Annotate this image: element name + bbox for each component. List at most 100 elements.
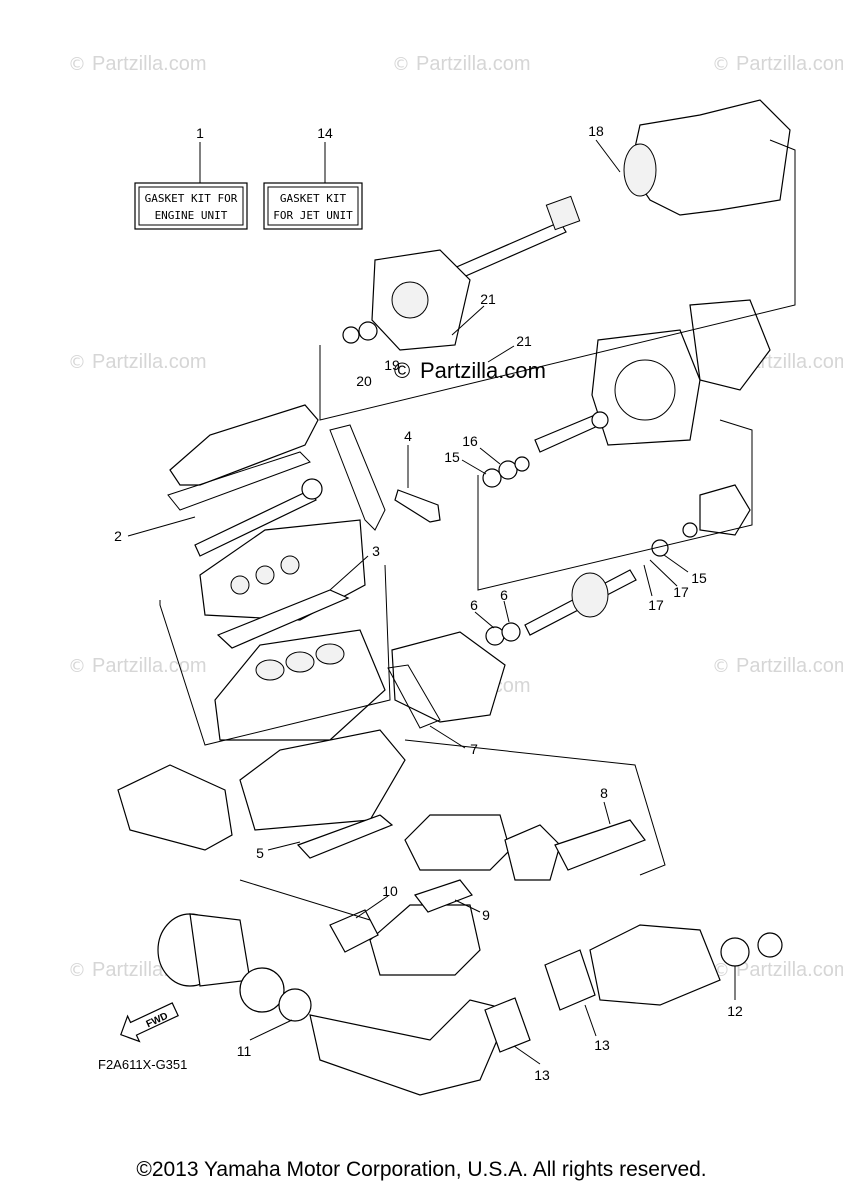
- callout-6: 6: [500, 587, 508, 603]
- callout-3: 3: [372, 543, 380, 559]
- group-lines: [159, 139, 796, 921]
- exhaust-gasket: [554, 819, 646, 871]
- crankcase: [239, 729, 406, 831]
- callout-11: 11: [237, 1043, 252, 1059]
- hose-clamp: [239, 967, 285, 1013]
- callout-15: 15: [691, 570, 707, 586]
- leader-line: [503, 600, 510, 623]
- watermark-symbol: ©: [712, 656, 730, 677]
- leader-line: [487, 345, 515, 363]
- pump-gasket-plate: [591, 329, 701, 446]
- valve-cover-gasket: [167, 451, 311, 511]
- group-line: [159, 564, 391, 746]
- leader-line: [584, 1004, 597, 1037]
- gasket-ring: [278, 988, 312, 1022]
- watermark-text: Partzilla.com: [736, 959, 843, 981]
- oil-seal: [651, 539, 669, 557]
- callout-5: 5: [256, 845, 264, 861]
- watermark-symbol: ©: [68, 352, 86, 373]
- kit-box-line1: GASKET KIT: [280, 192, 347, 205]
- leader-line: [267, 841, 301, 851]
- kit-box-line1: GASKET KIT FOR: [145, 192, 238, 205]
- callout-10: 10: [382, 883, 398, 899]
- exhaust-gasket-10: [329, 909, 379, 953]
- group-line: [477, 419, 753, 591]
- watermark-symbol: ©: [394, 358, 410, 383]
- callout-21: 21: [516, 333, 532, 349]
- leader-line: [513, 1045, 541, 1065]
- watermark-text: Partzilla.com: [416, 53, 530, 75]
- camshaft: [194, 489, 317, 557]
- tube: [534, 414, 601, 453]
- leader-line: [429, 725, 466, 749]
- callout-13: 13: [534, 1067, 550, 1083]
- jet-pump-outlet: [623, 143, 657, 197]
- valve-cover: [169, 404, 319, 486]
- bearing: [514, 456, 530, 472]
- exhaust-gasket-9: [414, 879, 473, 913]
- leader-line: [643, 564, 653, 597]
- watermark-symbol: ©: [68, 960, 86, 981]
- exhaust-joint: [504, 824, 561, 881]
- callout-16: 16: [462, 433, 478, 449]
- housing-bore: [391, 281, 429, 319]
- callout-2: 2: [114, 528, 122, 544]
- callout-9: 9: [482, 907, 490, 923]
- exhaust-pipe: [369, 904, 481, 976]
- leader-line: [649, 559, 678, 587]
- callout-6: 6: [470, 597, 478, 613]
- watermark-text: Partzilla.com: [420, 358, 546, 383]
- crankcase-cover: [391, 631, 506, 723]
- leader-line: [603, 801, 611, 825]
- watermark-symbol: ©: [392, 54, 410, 75]
- callout-7: 7: [470, 741, 478, 757]
- timing-chain: [329, 424, 386, 531]
- gasket-opening: [614, 359, 676, 421]
- callout-19: 19: [384, 357, 400, 373]
- gasket-13: [484, 997, 531, 1053]
- leader-line: [461, 459, 487, 475]
- oil-seal: [498, 460, 518, 480]
- leader-line: [595, 139, 621, 173]
- gasket-kit-jet: GASKET KIT FOR JET UNIT: [263, 182, 363, 230]
- callout-4: 4: [404, 428, 412, 444]
- leader-line: [355, 895, 389, 919]
- leader-line: [451, 305, 485, 336]
- oil-pan-gasket: [296, 814, 394, 859]
- gasket-kit-engine: GASKET KIT FOR ENGINE UNIT: [134, 182, 248, 230]
- combustion-port: [230, 575, 250, 595]
- kit-box-line2: FOR JET UNIT: [273, 209, 353, 222]
- kit-box-frame: [134, 182, 248, 230]
- parts-illustrations: [117, 99, 791, 1096]
- oil-seal: [342, 326, 360, 344]
- cylinder-bore: [285, 651, 315, 673]
- kit-box-frame: [263, 182, 363, 230]
- leader-line: [329, 555, 369, 591]
- group-line: [404, 739, 666, 876]
- snap-ring: [682, 522, 698, 538]
- leader-line: [479, 447, 501, 465]
- leader-line: [474, 611, 495, 629]
- watermark-text: Partzilla.com: [736, 655, 843, 677]
- watermark-symbol: ©: [68, 54, 86, 75]
- cam-sprocket: [301, 478, 323, 500]
- diagram-code: F2A611X-G351: [98, 1057, 187, 1072]
- callout-13: 13: [594, 1037, 610, 1053]
- watermark-text: Partzilla.com: [92, 351, 206, 373]
- chain-tensioner: [394, 489, 441, 523]
- oil-seal: [482, 468, 502, 488]
- callout-20: 20: [356, 373, 372, 389]
- exhaust-manifold: [404, 814, 511, 871]
- fwd-arrow: FWD: [120, 1002, 179, 1043]
- exhaust-tube: [589, 924, 721, 1006]
- leader-line: [127, 516, 196, 537]
- callout-18: 18: [588, 123, 604, 139]
- cylinder-block: [214, 629, 386, 741]
- group-line: [239, 879, 371, 921]
- hose-end: [757, 932, 783, 958]
- group-line: [319, 139, 796, 421]
- callout-21: 21: [480, 291, 496, 307]
- gasket-13: [544, 949, 596, 1011]
- leader-lines: [127, 139, 736, 1065]
